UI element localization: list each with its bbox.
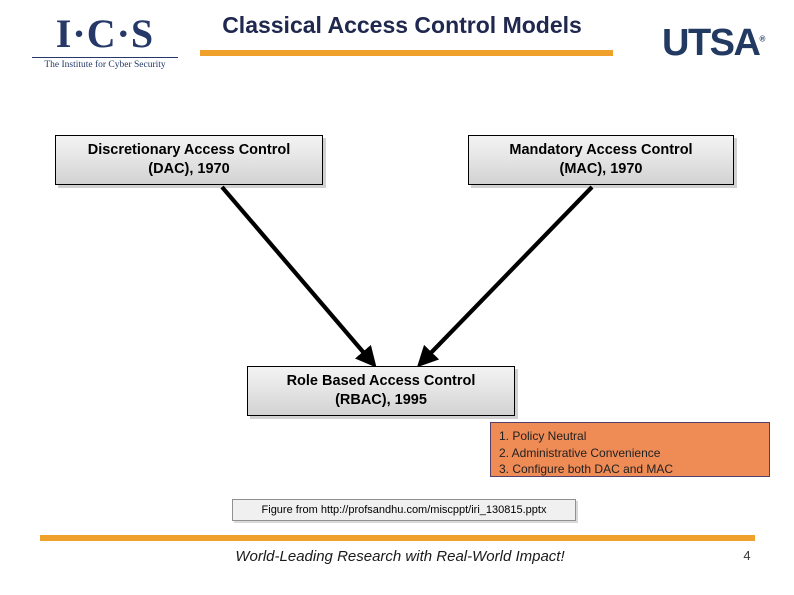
ics-logo: I·C·S The Institute for Cyber Security [30, 12, 180, 74]
figure-credit-text: Figure from http://profsandhu.com/miscpp… [261, 504, 547, 516]
utsa-wordmark: UTSA [662, 22, 761, 64]
page-number: 4 [743, 548, 751, 563]
model-box-rbac[interactable]: Role Based Access Control (RBAC), 1995 [247, 366, 515, 416]
footer-tagline: World-Leading Research with Real-World I… [235, 548, 565, 565]
rbac-benefits-note: 1. Policy Neutral 2. Administrative Conv… [490, 422, 770, 477]
model-box-mac[interactable]: Mandatory Access Control (MAC), 1970 [468, 135, 734, 185]
figure-credit-box: Figure from http://profsandhu.com/miscpp… [232, 499, 576, 521]
model-box-rbac-line2: (RBAC), 1995 [335, 392, 427, 408]
model-box-dac-line2: (DAC), 1970 [148, 161, 230, 177]
model-box-rbac-line1: Role Based Access Control [286, 373, 476, 389]
arrow-mac-to-rbac [416, 185, 594, 368]
page-title: Classical Access Control Models [222, 12, 582, 38]
title-underline-bar [200, 50, 613, 56]
registered-mark-icon: ® [759, 34, 766, 44]
utsa-logo: UTSA® [662, 22, 782, 66]
ics-logo-divider [32, 57, 178, 58]
model-box-dac[interactable]: Discretionary Access Control (DAC), 1970 [55, 135, 323, 185]
ics-tagline: The Institute for Cyber Security [44, 60, 166, 70]
note-item: 1. Policy Neutral [499, 429, 587, 443]
model-box-dac-line1: Discretionary Access Control [87, 142, 291, 158]
model-box-mac-line1: Mandatory Access Control [509, 142, 693, 158]
footer-accent-bar [40, 535, 755, 541]
note-item: 2. Administrative Convenience [499, 445, 661, 460]
model-box-mac-line2: (MAC), 1970 [559, 161, 643, 177]
ics-wordmark: I·C·S [55, 11, 155, 56]
note-item: 3. Configure both DAC and MAC [499, 462, 674, 476]
arrow-dac-to-rbac [220, 185, 377, 368]
